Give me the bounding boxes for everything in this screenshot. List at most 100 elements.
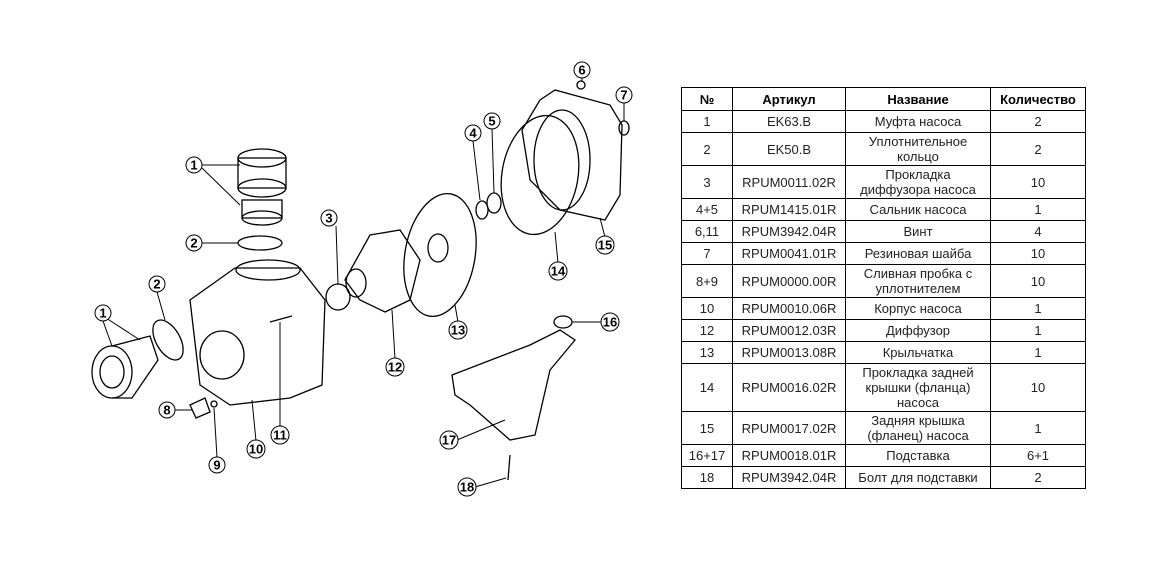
callout: 2 [190, 236, 197, 251]
cell-name: Прокладка задней крышки (фланца) насоса [845, 363, 991, 412]
side-coupling [91, 335, 159, 399]
cell-article: RPUM0041.01R [732, 242, 846, 265]
cell-quantity: 1 [990, 297, 1086, 320]
cell-article: EK63.B [732, 110, 846, 133]
cell-number: 18 [681, 466, 733, 489]
stand [451, 329, 576, 441]
cell-name: Резиновая шайба [845, 242, 991, 265]
header-name: Название [845, 87, 991, 111]
cell-number: 2 [681, 132, 733, 166]
top-coupling [237, 148, 287, 226]
cell-number: 15 [681, 411, 733, 445]
cell-number: 10 [681, 297, 733, 320]
cell-quantity: 10 [990, 242, 1086, 265]
cell-name: Прокладка диффузора насоса [845, 165, 991, 199]
side-o-ring [152, 319, 184, 361]
rear-gasket [500, 114, 580, 236]
callout: 4 [469, 126, 477, 141]
header-quantity: Количество [990, 87, 1086, 111]
callout: 6 [578, 63, 585, 78]
callout: 7 [620, 88, 627, 103]
cell-article: RPUM3942.04R [732, 220, 846, 243]
cell-number: 1 [681, 110, 733, 133]
top-o-ring [237, 235, 283, 251]
seal-ring [486, 192, 502, 214]
screw [576, 80, 586, 90]
cell-name: Сливная пробка с уплотнителем [845, 264, 991, 298]
callout: 10 [249, 442, 263, 457]
callout: 9 [213, 458, 220, 473]
rubber-washer [618, 120, 630, 136]
cell-article: RPUM0016.02R [732, 363, 846, 412]
cell-number: 12 [681, 319, 733, 342]
cell-name: Диффузор [845, 319, 991, 342]
callout: 11 [273, 428, 287, 443]
callout: 13 [451, 323, 465, 338]
cell-name: Уплотнительное кольцо [845, 132, 991, 166]
stand-bolt [507, 454, 511, 481]
cell-article: RPUM0010.06R [732, 297, 846, 320]
callout: 14 [551, 264, 566, 279]
cell-name: Сальник насоса [845, 198, 991, 221]
callout: 17 [442, 433, 456, 448]
cell-quantity: 2 [990, 466, 1086, 489]
cell-name: Подставка [845, 444, 991, 467]
cell-number: 13 [681, 341, 733, 364]
drain-plug [189, 397, 211, 419]
cell-quantity: 10 [990, 165, 1086, 199]
cell-quantity: 4 [990, 220, 1086, 243]
header-article: Артикул [732, 87, 846, 111]
callout: 5 [488, 114, 495, 129]
callout: 1 [99, 306, 106, 321]
seal-ring [475, 200, 489, 220]
callout: 3 [325, 211, 332, 226]
cell-number: 7 [681, 242, 733, 265]
cell-number: 4+5 [681, 198, 733, 221]
cell-name: Муфта насоса [845, 110, 991, 133]
cell-number: 14 [681, 363, 733, 412]
cell-article: RPUM0013.08R [732, 341, 846, 364]
callout: 8 [163, 403, 170, 418]
cell-quantity: 10 [990, 264, 1086, 298]
callout: 15 [598, 238, 612, 253]
cell-article: RPUM0000.00R [732, 264, 846, 298]
cell-quantity: 2 [990, 132, 1086, 166]
cell-article: RPUM0018.01R [732, 444, 846, 467]
cell-quantity: 1 [990, 198, 1086, 221]
cell-number: 3 [681, 165, 733, 199]
pump-body [189, 267, 326, 406]
cell-quantity: 2 [990, 110, 1086, 133]
callout: 18 [460, 480, 474, 495]
exploded-pump-diagram: 1 2 3 4 5 6 7 2 1 8 9 10 11 12 13 14 15 … [91, 61, 633, 497]
cell-article: RPUM1415.01R [732, 198, 846, 221]
cell-quantity: 6+1 [990, 444, 1086, 467]
header-number: № [681, 87, 733, 111]
cell-quantity: 1 [990, 341, 1086, 364]
cell-article: RPUM3942.04R [732, 466, 846, 489]
cell-name: Болт для подставки [845, 466, 991, 489]
callout: 12 [388, 360, 402, 375]
cell-article: RPUM0011.02R [732, 165, 846, 199]
cell-number: 6,11 [681, 220, 733, 243]
rear-cover [521, 89, 623, 221]
cell-quantity: 10 [990, 363, 1086, 412]
cell-name: Задняя крышка (фланец) насоса [845, 411, 991, 445]
stand-washer [553, 315, 573, 329]
cell-name: Крыльчатка [845, 341, 991, 364]
cell-name: Корпус насоса [845, 297, 991, 320]
cell-article: RPUM0017.02R [732, 411, 846, 445]
